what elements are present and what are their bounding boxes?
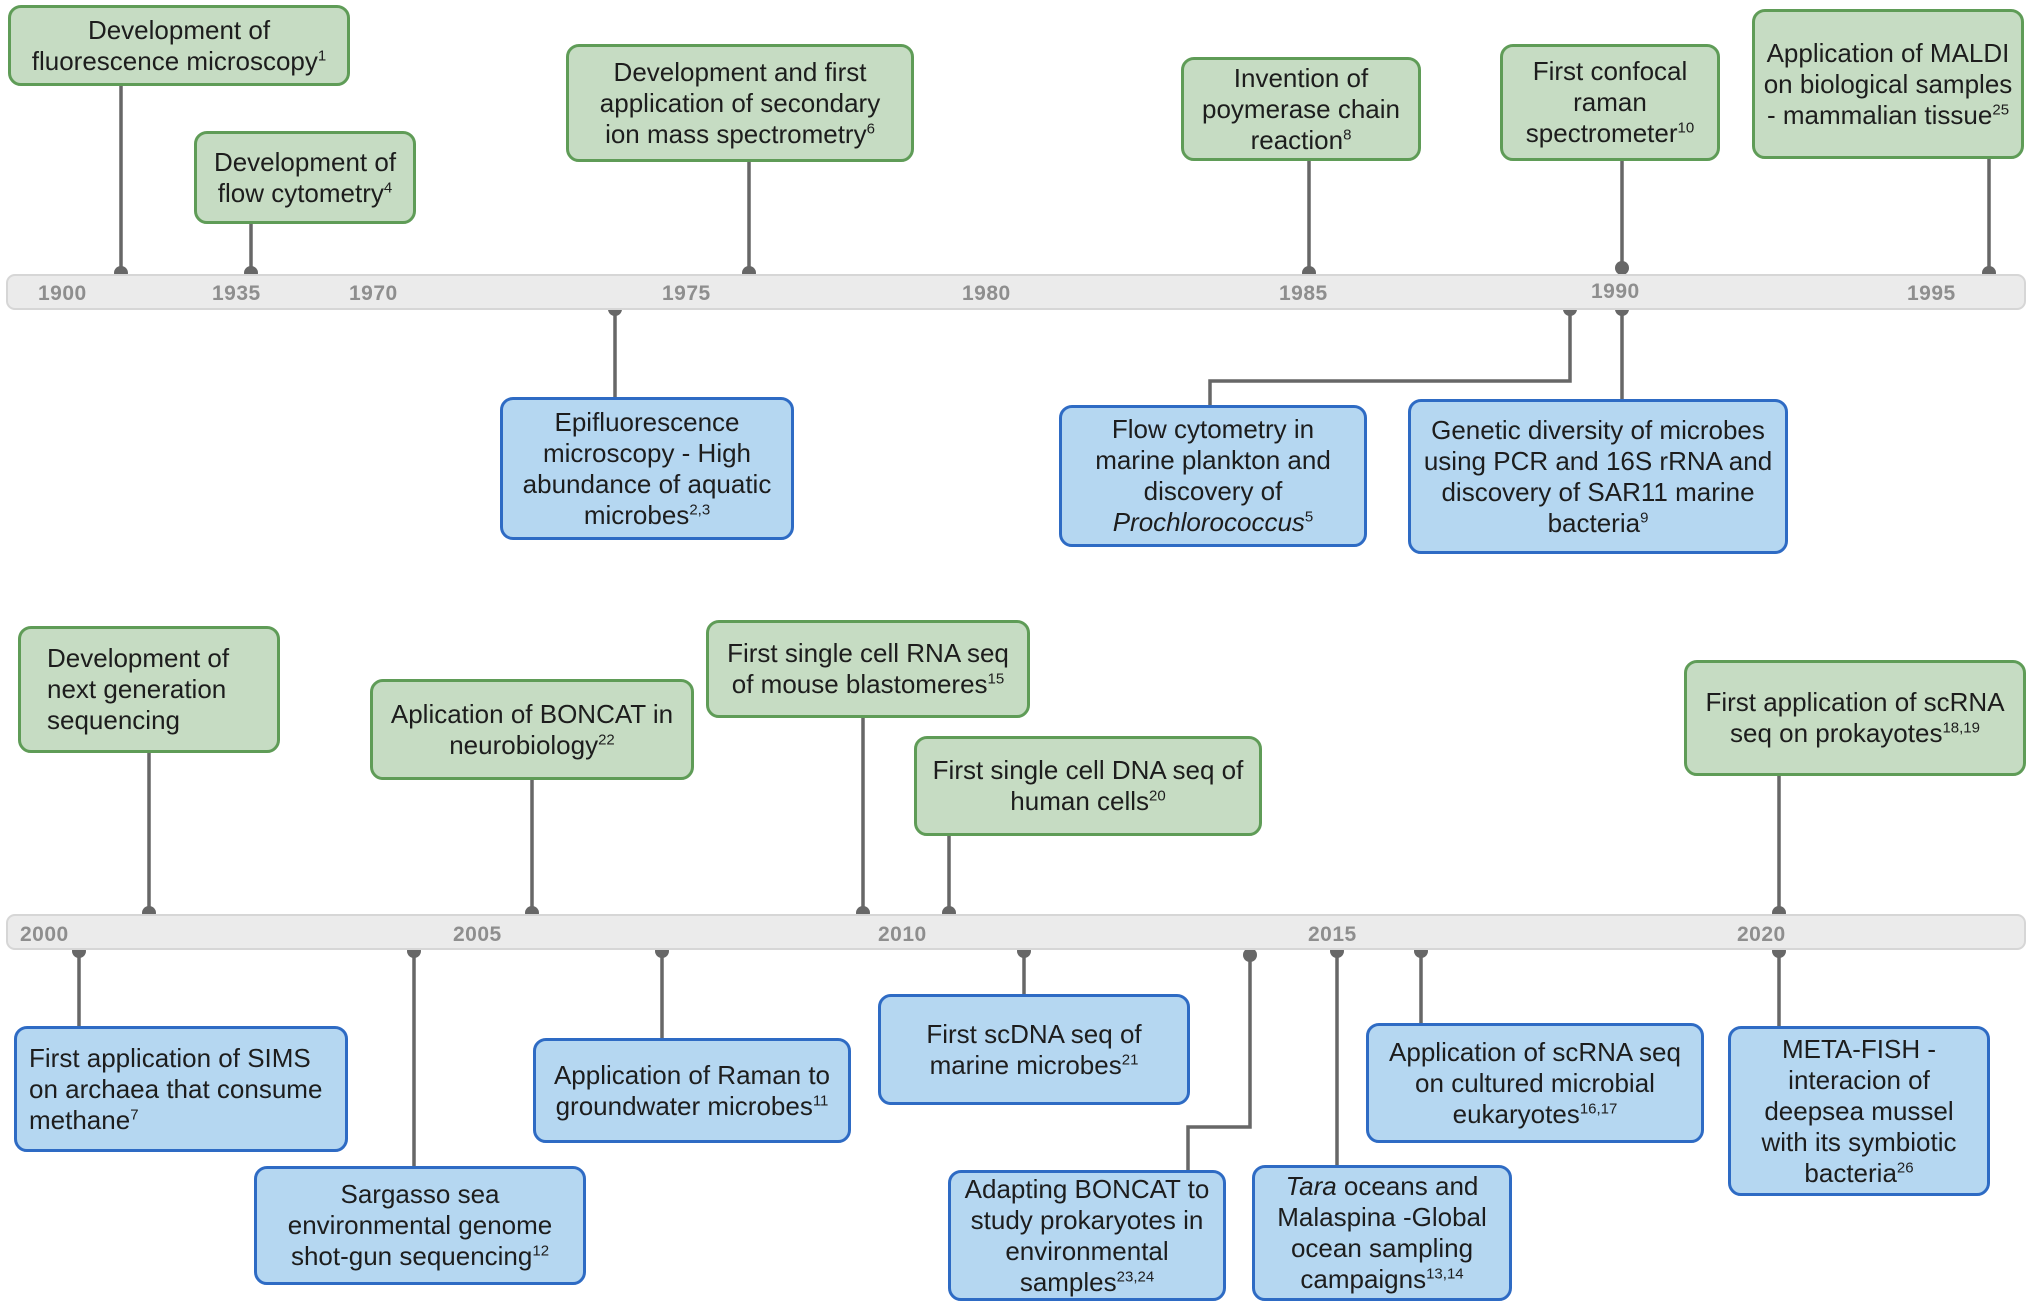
event-scdna-marine-microbes: First scDNA seq of marine microbes21 — [878, 994, 1190, 1105]
reference-number: 6 — [866, 119, 875, 137]
event-text: Application of scRNA seq on cultured mic… — [1389, 1036, 1681, 1129]
tick-label: 1970 — [349, 282, 398, 305]
event-flow-cytometry-plankton: Flow cytometry in marine plankton and di… — [1059, 405, 1367, 547]
event-text: Development of next generation sequencin… — [47, 643, 230, 735]
event-maldi: Application of MALDI on biological sampl… — [1752, 9, 2024, 159]
event-pcr-invention: Invention of poymerase chain reaction8 — [1181, 57, 1421, 161]
tick-label: 1935 — [212, 282, 261, 305]
reference-number: 12 — [532, 1242, 550, 1260]
reference-number: 16,17 — [1579, 1099, 1618, 1117]
tick-label: 2010 — [878, 923, 927, 946]
event-boncat-prokaryotes: Adapting BONCAT to study prokaryotes in … — [948, 1170, 1226, 1301]
reference-number: 4 — [383, 178, 393, 196]
timeline-bar-top — [6, 274, 2026, 310]
event-text: Invention of poymerase chain reaction — [1202, 62, 1400, 155]
event-tara-malaspina: Tara oceans and Malaspina -Global ocean … — [1252, 1165, 1512, 1301]
event-sargasso-sea: Sargasso sea environmental genome shot-g… — [254, 1166, 586, 1285]
event-text: Flow cytometry in marine plankton and di… — [1095, 414, 1331, 506]
tick-label: 2000 — [20, 923, 69, 946]
event-scrna-eukaryotes: Application of scRNA seq on cultured mic… — [1366, 1023, 1704, 1143]
tick-label: 2005 — [453, 923, 502, 946]
tick-label: 1980 — [962, 282, 1011, 305]
event-text: Sargasso sea environmental genome shot-g… — [287, 1179, 553, 1271]
reference-number: 25 — [1992, 100, 2010, 118]
event-boncat-neurobiology: Aplication of BONCAT in neurobiology22 — [370, 679, 694, 780]
reference-number: 11 — [812, 1091, 829, 1109]
reference-number: 2,3 — [689, 500, 711, 518]
event-text: Application of MALDI on biological sampl… — [1763, 37, 2013, 130]
event-text: First application of SIMS on archaea tha… — [29, 1042, 323, 1135]
reference-number: 7 — [130, 1105, 139, 1123]
event-text: Development of fluorescence microscopy — [31, 14, 318, 76]
event-genetic-diversity: Genetic diversity of microbes using PCR … — [1408, 399, 1788, 554]
event-text: Development and first application of sec… — [599, 56, 881, 149]
tick-label: 2020 — [1737, 923, 1786, 946]
event-text: Epifluorescence microscopy - High abunda… — [522, 406, 772, 530]
event-fluorescence-microscopy: Development of fluorescence microscopy1 — [8, 5, 350, 86]
timeline-dot — [1615, 261, 1629, 275]
reference-number: 15 — [987, 670, 1005, 688]
event-next-generation-sequencing: Development of next generation sequencin… — [18, 626, 280, 753]
event-text: First confocal raman spectrometer — [1525, 56, 1688, 148]
reference-number: 26 — [1896, 1158, 1914, 1176]
reference-number: 22 — [598, 730, 615, 748]
reference-number: 10 — [1677, 119, 1695, 137]
tick-label: 1995 — [1907, 282, 1956, 305]
event-text: Genetic diversity of microbes using PCR … — [1423, 414, 1773, 538]
reference-number: 23,24 — [1116, 1267, 1155, 1285]
event-text: Aplication of BONCAT in neurobiology — [390, 698, 674, 760]
event-text: Development of flow cytometry — [213, 146, 397, 208]
event-flow-cytometry: Development of flow cytometry4 — [194, 131, 416, 224]
tick-label: 1990 — [1591, 280, 1640, 303]
event-text: First application of scRNA seq on prokay… — [1705, 687, 2005, 748]
tick-label: 1975 — [662, 282, 711, 305]
timeline-dot — [1243, 948, 1257, 962]
event-text: Adapting BONCAT to study prokaryotes in … — [964, 1173, 1210, 1297]
event-scrna-prokaryotes: First application of scRNA seq on prokay… — [1684, 660, 2026, 776]
connector-line — [1208, 309, 1572, 405]
connector-line — [1186, 955, 1252, 1172]
tick-label: 2015 — [1308, 923, 1357, 946]
event-text: First scDNA seq of marine microbes — [926, 1018, 1142, 1080]
reference-number: 13,14 — [1426, 1265, 1464, 1283]
reference-number: 9 — [1640, 508, 1649, 526]
reference-number: 1 — [317, 46, 327, 64]
event-text: First single cell DNA seq of human cells — [932, 755, 1244, 816]
event-confocal-raman: First confocal raman spectrometer10 — [1500, 44, 1720, 161]
event-scrna-mouse-blastomeres: First single cell RNA seq of mouse blast… — [706, 620, 1030, 718]
italic-species-name: Prochlorococcus — [1112, 507, 1305, 537]
event-text: META-FISH - interacion of deepsea mussel… — [1761, 1033, 1957, 1188]
tick-label: 1985 — [1279, 282, 1328, 305]
italic-expedition-name: Tara — [1285, 1171, 1337, 1201]
reference-number: 18,19 — [1942, 719, 1980, 737]
event-raman-groundwater: Application of Raman to groundwater micr… — [533, 1038, 851, 1143]
event-meta-fish: META-FISH - interacion of deepsea mussel… — [1728, 1026, 1990, 1196]
reference-number: 20 — [1149, 787, 1166, 805]
reference-number: 5 — [1304, 508, 1314, 526]
timeline-bar-bottom — [6, 914, 2026, 950]
event-sims-archaea: First application of SIMS on archaea tha… — [14, 1026, 348, 1152]
event-text: oceans and Malaspina -Global ocean sampl… — [1277, 1171, 1487, 1294]
event-scdna-human-cells: First single cell DNA seq of human cells… — [914, 736, 1262, 836]
event-secondary-ion-mass-spectrometry: Development and first application of sec… — [566, 44, 914, 162]
reference-number: 21 — [1121, 1050, 1139, 1068]
reference-number: 8 — [1343, 125, 1352, 143]
event-text: Application of Raman to groundwater micr… — [553, 1059, 831, 1121]
event-text: First single cell RNA seq of mouse blast… — [727, 638, 1009, 699]
tick-label: 1900 — [38, 282, 87, 305]
event-epifluorescence: Epifluorescence microscopy - High abunda… — [500, 397, 794, 540]
